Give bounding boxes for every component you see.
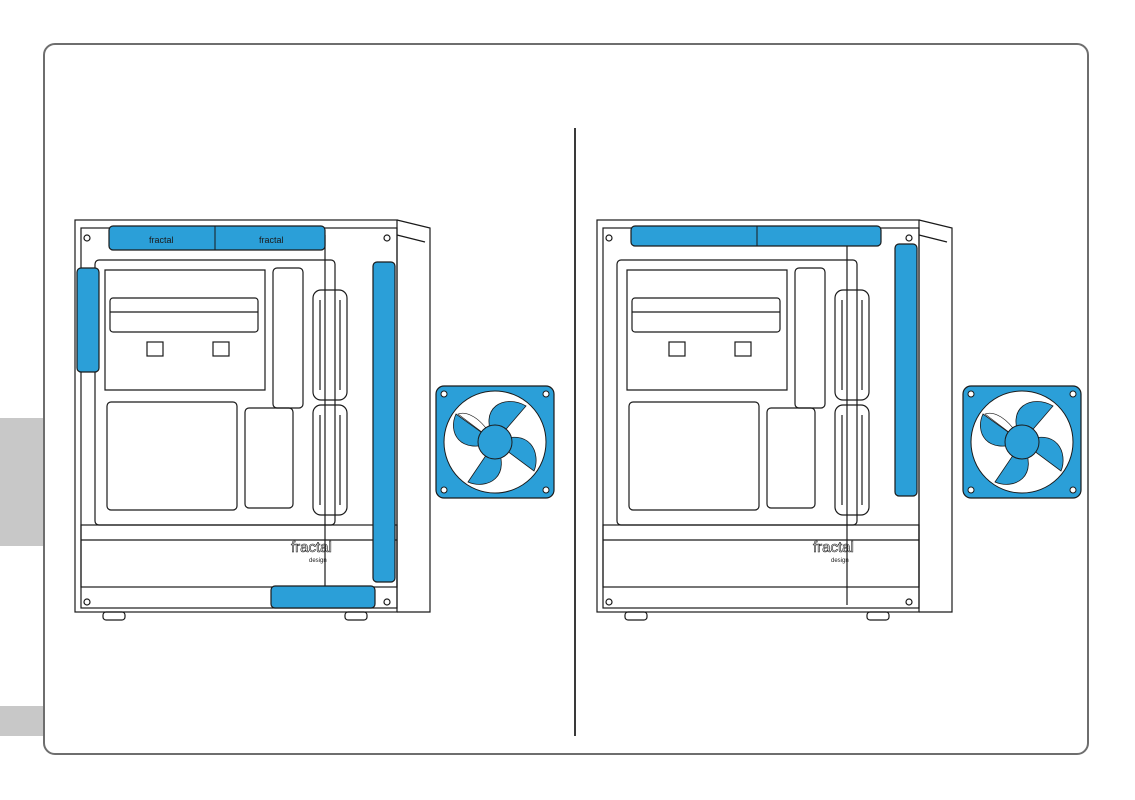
right-front-fan bbox=[895, 244, 917, 496]
left-rear-fan bbox=[77, 268, 99, 372]
left-top-fan-logo-2: fractal bbox=[259, 235, 284, 245]
left-loose-fan bbox=[436, 386, 554, 498]
right-loose-fan bbox=[963, 386, 1081, 498]
right-case-logo-sub: design bbox=[831, 558, 849, 564]
left-case: fractal fractal fractal design bbox=[75, 220, 430, 620]
left-case-logo: fractal bbox=[291, 539, 332, 556]
left-top-fan-logo-1: fractal bbox=[149, 235, 174, 245]
right-top-fan bbox=[631, 226, 881, 246]
right-case-logo: fractal bbox=[813, 539, 854, 556]
left-case-logo-sub: design bbox=[309, 558, 327, 564]
left-bottom-fan bbox=[271, 586, 375, 608]
left-front-fan bbox=[373, 262, 395, 582]
left-top-fan bbox=[109, 226, 325, 250]
right-case: fractal design bbox=[597, 220, 952, 620]
